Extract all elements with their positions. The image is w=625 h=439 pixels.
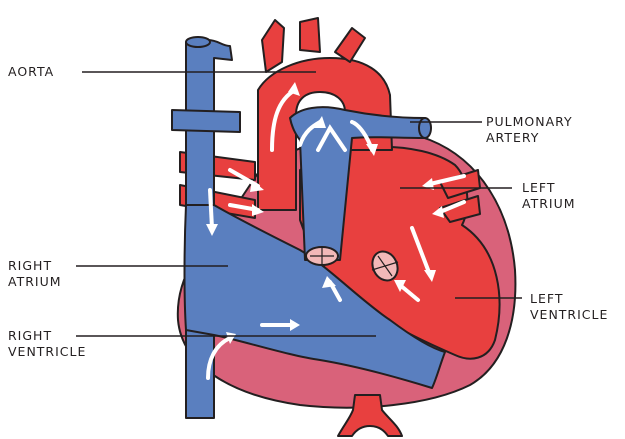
svc-top-end	[186, 37, 210, 47]
pulmonary-artery-right-end	[419, 118, 431, 138]
heart-illustration	[172, 18, 515, 436]
aorta-branch-1	[262, 20, 284, 72]
pulmonary-artery-left-branch	[172, 110, 240, 132]
label-aorta: AORTA	[8, 64, 54, 80]
label-left-atrium: LEFT ATRIUM	[522, 180, 576, 212]
label-left-ventricle: LEFT VENTRICLE	[530, 291, 608, 323]
label-right-ventricle: RIGHT VENTRICLE	[8, 328, 86, 360]
aorta-branch-2	[300, 18, 320, 52]
aorta-branch-3	[335, 28, 365, 62]
label-pulmonary-artery: PULMONARY ARTERY	[486, 114, 573, 146]
label-right-atrium: RIGHT ATRIUM	[8, 258, 62, 290]
